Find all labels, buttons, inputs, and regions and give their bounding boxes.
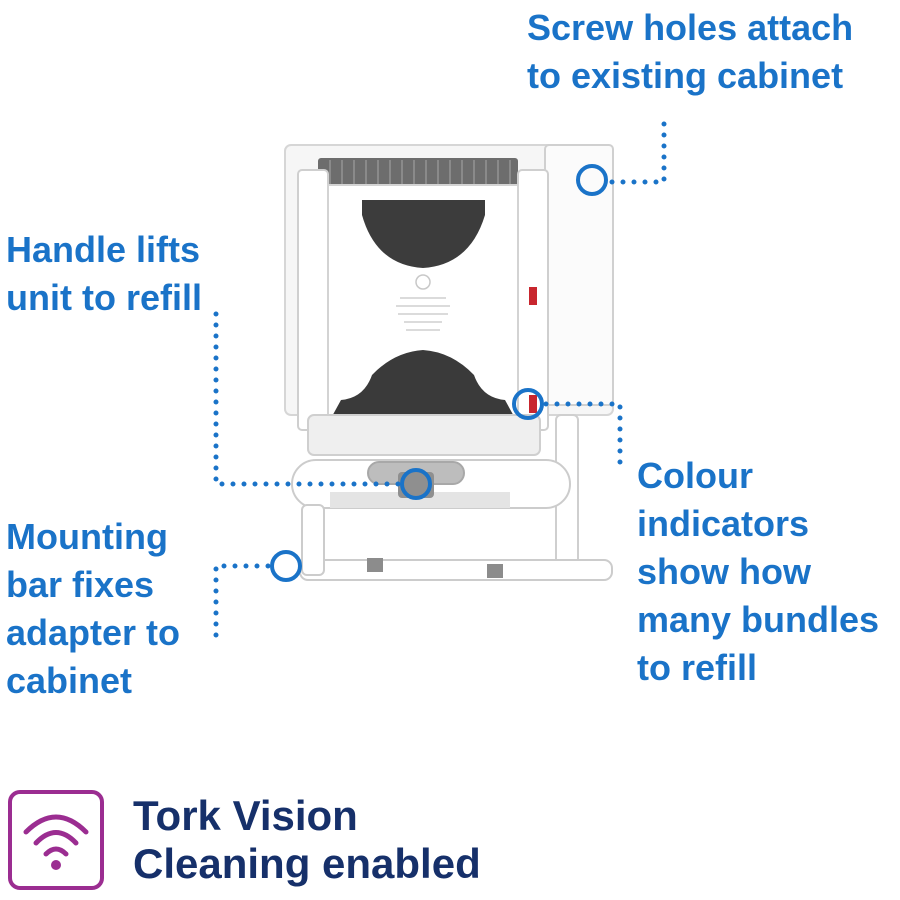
callout-line: many bundles: [637, 599, 880, 640]
callout-screw-holes: Screw holes attach to existing cabinet: [527, 4, 853, 100]
mounting-bar-leader: [213, 563, 271, 639]
indicator-marker: [512, 388, 544, 420]
logo-mark: [415, 274, 431, 290]
callout-line: cabinet: [6, 660, 133, 701]
callout-colour-indicators: Colour indicators show how many bundles …: [637, 452, 879, 692]
mounting-bar: [299, 559, 613, 581]
callout-line: unit to refill: [6, 277, 202, 318]
callout-line: indicators: [637, 503, 810, 544]
callout-line: adapter to: [6, 612, 181, 653]
callout-line: Mounting: [6, 516, 168, 557]
badge-caption: Tork Vision Cleaning enabled: [133, 792, 481, 888]
wifi-signal-icon: [23, 814, 89, 870]
callout-leaders: [213, 115, 667, 639]
handle-marker: [400, 468, 432, 500]
mounting-bar-marker: [270, 550, 302, 582]
lower-window: [330, 350, 516, 420]
cover-fine-print: [396, 297, 450, 331]
bar-clip-right: [487, 564, 503, 578]
red-level-indicator: [529, 287, 537, 305]
callout-line: Handle lifts: [6, 229, 201, 270]
callout-mounting-bar: Mounting bar fixes adapter to cabinet: [6, 513, 180, 705]
bar-clip-left: [367, 558, 383, 572]
callout-line: show how: [637, 551, 811, 592]
bottom-tray: [307, 414, 541, 456]
roller-teeth: [330, 492, 510, 508]
screw-hole-marker: [576, 164, 608, 196]
tork-vision-badge: [8, 790, 104, 890]
callout-line: to refill: [637, 647, 758, 688]
handle-grip: [398, 472, 434, 498]
red-level-indicator-lower: [529, 395, 537, 413]
upper-window: [362, 200, 485, 268]
left-side-rail: [297, 169, 329, 431]
top-rail: [318, 158, 518, 186]
callout-line: Screw holes attach: [527, 7, 854, 48]
left-leg: [301, 504, 325, 576]
callout-line: to existing cabinet: [527, 55, 844, 96]
badge-title: Tork Vision: [133, 792, 358, 839]
rail-ridges: [329, 160, 511, 184]
callout-line: bar fixes: [6, 564, 155, 605]
screw-hole-leader: [609, 115, 667, 185]
callout-line: Colour: [637, 455, 753, 496]
badge-subtitle: Cleaning enabled: [133, 840, 481, 887]
callout-handle: Handle lifts unit to refill: [6, 226, 202, 322]
